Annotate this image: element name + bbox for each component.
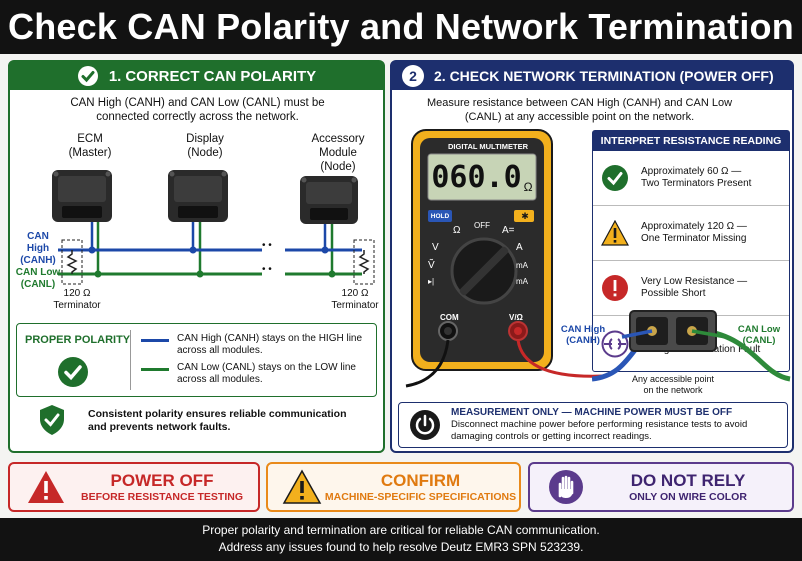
low-line-swatch (141, 368, 169, 371)
dial-ma-bottom-label: mA (516, 277, 528, 286)
module-accessory-role: (Node) (320, 161, 356, 173)
can-low-label: CAN Low (CANL) (15, 267, 61, 290)
callout-do-not-rely: DO NOT RELY ONLY ON WIRE COLOR (528, 462, 794, 512)
caution-triangle-icon (282, 469, 322, 504)
dial-adc-label: A= (502, 225, 515, 236)
polarity-check-icon (58, 357, 88, 387)
ecm-module (52, 170, 112, 222)
footer-line-2: Address any issues found to help resolve… (218, 540, 584, 554)
check-circle-icon (77, 66, 98, 86)
right-terminator (353, 239, 375, 285)
module-display-name: Display (186, 133, 224, 145)
dial-off-label: OFF (474, 221, 490, 230)
check-icon (602, 165, 628, 191)
callout-confirm-subtitle: MACHINE-SPECIFIC SPECIFICATIONS (324, 491, 517, 503)
dots-high: • • (262, 240, 272, 251)
proper-polarity-title: PROPER POLARITY (25, 334, 131, 346)
interpret-row-low-main: Very Low Resistance — (641, 276, 748, 287)
module-ecm-label: ECM (Master) (50, 132, 130, 160)
footer: Proper polarity and termination are crit… (0, 518, 802, 561)
interpret-row-low-sub: Possible Short (641, 288, 706, 299)
proper-polarity-box: PROPER POLARITY CAN High (CANH) stays on… (16, 323, 377, 397)
can-network-diagram (52, 170, 375, 285)
callout-do-not-rely-title: DO NOT RELY (630, 471, 746, 490)
can-connector (592, 310, 791, 382)
callout-confirm-title: CONFIRM (380, 471, 461, 490)
step-2-badge: 2 (402, 65, 424, 87)
termination-panel: 2 2. CHECK NETWORK TERMINATION (POWER OF… (390, 60, 794, 453)
callout-confirm: CONFIRM MACHINE-SPECIFIC SPECIFICATIONS (266, 462, 521, 512)
footer-line-1: Proper polarity and termination are crit… (202, 523, 600, 537)
left-terminator-label: 120 Ω Terminator (53, 288, 101, 311)
dial-vac-label: Ṽ (428, 260, 435, 271)
dial-vdc-label: V (432, 242, 439, 253)
dial-a-label: A (516, 242, 523, 253)
interpret-row-60-sub: Two Terminators Present (641, 178, 752, 189)
callout-power-off-title: POWER OFF (110, 471, 214, 490)
module-display-label: Display (Node) (165, 132, 245, 160)
power-icon (410, 410, 440, 440)
open-circuit-icon (601, 330, 629, 357)
notice-text: Disconnect machine power before performi… (451, 419, 748, 442)
warning-triangle-icon (28, 471, 64, 503)
interpret-title: INTERPRET RESISTANCE READING (593, 131, 789, 151)
meter-brand: DIGITAL MULTIMETER (448, 142, 528, 151)
module-accessory-name: Accessory Module (311, 133, 365, 159)
dial-ma-top-label: mA (516, 261, 528, 270)
display-module (168, 170, 228, 222)
accessory-module (300, 176, 358, 224)
connector-caption: Any accessible point on the network (631, 374, 715, 395)
polarity-heading: CORRECT CAN POLARITY (125, 67, 317, 85)
dial-ohm-label: Ω (453, 225, 461, 236)
consistency-note: Consistent polarity ensures reliable com… (88, 408, 347, 433)
polarity-intro: CAN High (CANH) and CAN Low (CANL) must … (70, 97, 325, 123)
dots-low: • • (262, 264, 272, 275)
low-line-rule: CAN Low (CANL) stays on the LOW line acr… (177, 362, 356, 385)
stop-hand-icon (549, 470, 583, 504)
lightbulb-icon[interactable]: ✱ (521, 211, 529, 221)
connector-can-low-label: CAN Low (CANL) (737, 324, 781, 346)
polarity-step-number: 1. (108, 67, 122, 85)
high-line-rule: CAN High (CANH) stays on the HIGH line a… (177, 333, 363, 356)
module-ecm-name: ECM (77, 133, 103, 145)
com-jack-label: COM (440, 313, 459, 322)
alert-circle-icon (602, 275, 628, 301)
termination-heading: 2. CHECK NETWORK TERMINATION (POWER OFF) (434, 68, 774, 84)
shield-check-icon (40, 405, 64, 435)
can-high-label: CAN High (CANH) (20, 231, 56, 266)
left-terminator (61, 239, 83, 285)
callout-power-off-subtitle: BEFORE RESISTANCE TESTING (81, 491, 243, 503)
interpret-row-120-main: Approximately 120 Ω — (641, 221, 747, 232)
interpret-row-60: Approximately 60 Ω —Two Terminators Pres… (593, 151, 789, 206)
module-ecm-role: (Master) (68, 147, 112, 159)
polarity-divider (130, 330, 131, 390)
high-line-swatch (141, 339, 169, 342)
termination-header: 2 2. CHECK NETWORK TERMINATION (POWER OF… (392, 62, 792, 90)
termination-intro: Measure resistance between CAN High (CAN… (426, 97, 733, 123)
module-display-role: (Node) (187, 147, 223, 159)
interpret-row-60-main: Approximately 60 Ω — (641, 166, 742, 177)
warning-icon (601, 220, 629, 246)
callout-do-not-rely-subtitle: ONLY ON WIRE COLOR (629, 491, 747, 503)
polarity-header: 1. CORRECT CAN POLARITY (10, 62, 383, 90)
interpret-row-120-sub: One Terminator Missing (641, 233, 747, 244)
right-terminator-label: 120 Ω Terminator (331, 288, 379, 311)
digital-multimeter (405, 129, 604, 388)
meter-unit: Ω (523, 180, 533, 194)
page-title: Check CAN Polarity and Network Terminati… (0, 0, 802, 54)
notice-title: MEASUREMENT ONLY — MACHINE POWER MUST BE… (451, 407, 733, 418)
v-ohm-jack-label: V/Ω (509, 313, 523, 322)
interpret-row-120: Approximately 120 Ω —One Terminator Miss… (593, 206, 789, 261)
meter-display: 060.0 Ω (428, 154, 536, 200)
meter-reading: 060.0 (431, 159, 522, 195)
module-accessory-label: Accessory Module (Node) (298, 132, 378, 174)
polarity-panel: 1. CORRECT CAN POLARITY CAN High (CANH) … (8, 60, 385, 453)
callout-power-off: POWER OFF BEFORE RESISTANCE TESTING (8, 462, 260, 512)
dial-diode-label: ▸| (428, 277, 435, 286)
hold-button[interactable]: HOLD (430, 213, 450, 220)
connector-can-high-label: CAN High (CANH) (560, 324, 606, 346)
power-off-notice: MEASUREMENT ONLY — MACHINE POWER MUST BE… (398, 402, 788, 448)
